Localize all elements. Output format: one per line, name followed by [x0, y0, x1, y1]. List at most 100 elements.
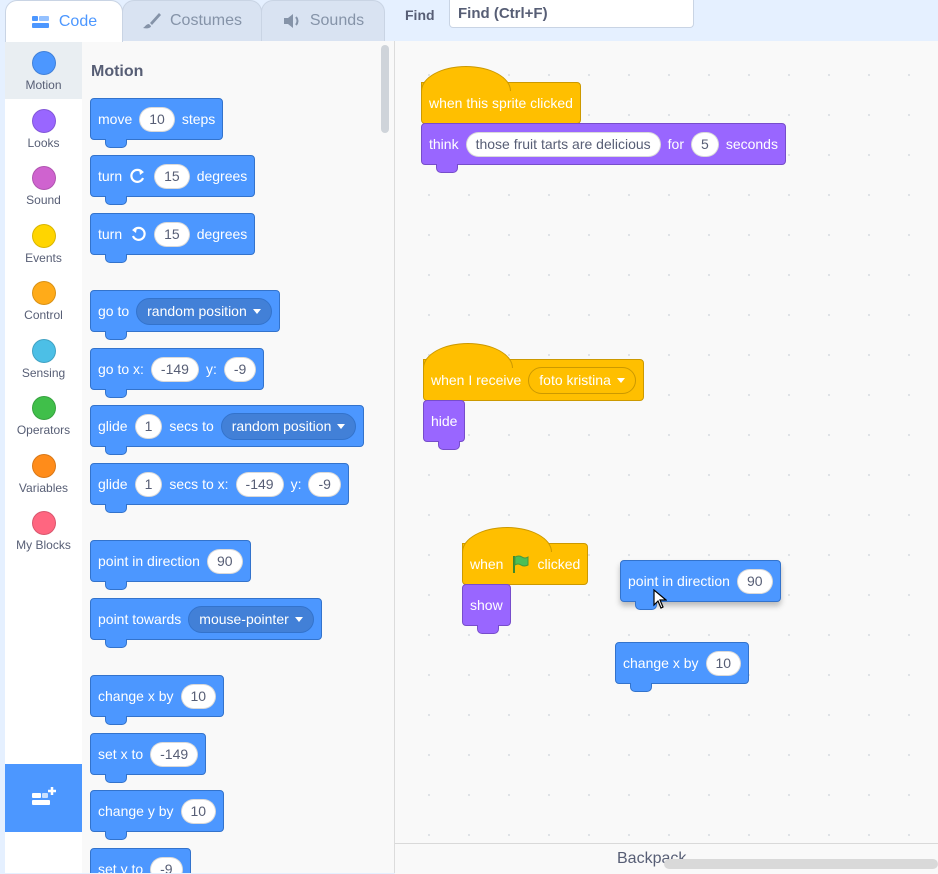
mouse-cursor-icon [653, 589, 667, 609]
x-input[interactable]: -149 [235, 471, 284, 497]
change-x-input[interactable]: 10 [705, 650, 742, 676]
direction-input[interactable]: 90 [736, 568, 773, 594]
block-text: change x by [623, 655, 699, 671]
change-x-block[interactable]: change x by 10 [90, 675, 225, 725]
steps-input[interactable]: 10 [139, 106, 175, 132]
add-extension-button[interactable] [5, 764, 82, 832]
block-text: hide [431, 413, 458, 429]
category-label: Motion [25, 78, 62, 92]
block-text: secs to x: [169, 476, 229, 492]
block-text: seconds [725, 136, 778, 152]
message-dropdown[interactable]: foto kristina [528, 366, 636, 394]
block-text: change y by [98, 803, 174, 819]
block-text: go to [98, 303, 130, 319]
turn-left-block[interactable]: turn 15 degrees [90, 213, 256, 263]
dragged-point-in-direction-block[interactable]: point in direction 90 [620, 560, 781, 610]
change-x-block-workspace[interactable]: change x by 10 [615, 642, 750, 692]
move-steps-block[interactable]: move 10 steps [90, 98, 224, 148]
set-y-block[interactable]: set y to -9 [90, 848, 191, 873]
change-y-block[interactable]: change y by 10 [90, 790, 225, 840]
category-label: Operators [16, 423, 71, 437]
category-operators[interactable]: Operators [5, 386, 82, 444]
direction-input[interactable]: 90 [206, 548, 243, 574]
workspace-horizontal-scrollbar[interactable] [664, 859, 938, 869]
block-text: secs to [169, 418, 214, 434]
think-message-input[interactable]: those fruit tarts are delicious [465, 131, 661, 157]
set-x-block[interactable]: set x to -149 [90, 733, 207, 783]
palette-scrollbar[interactable] [381, 45, 389, 133]
motion-dot-icon [31, 51, 56, 75]
set-x-input[interactable]: -149 [150, 741, 199, 767]
category-motion[interactable]: Motion [5, 41, 82, 99]
secs-input[interactable]: 1 [134, 471, 163, 497]
dropdown-value: foto kristina [539, 372, 611, 388]
degrees-input[interactable]: 15 [154, 221, 190, 247]
category-sound[interactable]: Sound [5, 156, 82, 214]
change-y-input[interactable]: 10 [180, 798, 217, 824]
find-input[interactable]: Find (Ctrl+F) [449, 0, 694, 28]
x-input[interactable]: -149 [150, 356, 199, 382]
y-input[interactable]: -9 [223, 356, 257, 382]
block-text: show [470, 597, 503, 613]
go-to-xy-block[interactable]: go to x: -149 y: -9 [90, 348, 265, 398]
tab-costumes-label: Costumes [169, 12, 243, 29]
block-text: steps [181, 111, 216, 127]
palette-section-title: Motion [91, 63, 144, 80]
block-text: when I receive [431, 372, 522, 388]
variables-dot-icon [31, 454, 56, 478]
think-secs-input[interactable]: 5 [691, 131, 719, 157]
dropdown-arrow-icon [616, 377, 625, 383]
backpack-panel[interactable]: Backpack [395, 843, 938, 874]
rotate-clockwise-icon [130, 168, 145, 183]
tab-code-label: Code [58, 12, 98, 30]
category-sensing[interactable]: Sensing [5, 329, 82, 387]
tab-code[interactable]: Code [5, 0, 123, 42]
tab-costumes[interactable]: Costumes [122, 0, 262, 41]
brush-icon [142, 13, 161, 29]
glide-to-xy-block[interactable]: glide 1 secs to x: -149 y: -9 [90, 463, 349, 513]
point-towards-block[interactable]: point towards mouse-pointer [90, 598, 322, 648]
block-text: glide [98, 476, 128, 492]
block-text: turn [98, 168, 123, 184]
category-events[interactable]: Events [5, 214, 82, 272]
category-menu: Motion Looks Sound Events Control Sensin… [5, 41, 83, 873]
set-y-input[interactable]: -9 [150, 856, 183, 873]
y-input[interactable]: -9 [308, 471, 341, 497]
block-text: go to x: [98, 361, 144, 377]
dropdown-value: mouse-pointer [199, 611, 289, 627]
dropdown-arrow-icon [294, 616, 303, 622]
block-text: glide [98, 418, 128, 434]
change-x-input[interactable]: 10 [180, 683, 217, 709]
when-i-receive-hat[interactable]: when I receive foto kristina [423, 343, 644, 409]
category-control[interactable]: Control [5, 271, 82, 329]
degrees-input[interactable]: 15 [154, 163, 190, 189]
block-text: set x to [98, 746, 144, 762]
dropdown-arrow-icon [252, 308, 261, 314]
category-label: Events [25, 251, 62, 265]
category-label: Control [24, 308, 63, 322]
category-variables[interactable]: Variables [5, 444, 82, 502]
events-dot-icon [31, 224, 56, 248]
block-text: degrees [196, 226, 248, 242]
category-my-blocks[interactable]: My Blocks [5, 501, 82, 559]
turn-right-block[interactable]: turn 15 degrees [90, 155, 256, 205]
think-for-secs-block[interactable]: think those fruit tarts are delicious fo… [421, 123, 786, 173]
tab-sounds[interactable]: Sounds [261, 0, 385, 41]
menu-bottom-spacer [5, 842, 82, 873]
point-towards-dropdown[interactable]: mouse-pointer [188, 605, 314, 633]
sensing-dot-icon [31, 339, 56, 363]
category-label: My Blocks [16, 538, 71, 552]
show-block[interactable]: show [462, 584, 511, 634]
category-looks[interactable]: Looks [5, 99, 82, 157]
glide-to-block[interactable]: glide 1 secs to random position [90, 405, 365, 455]
go-to-block[interactable]: go to random position [90, 290, 280, 340]
block-text: when [470, 556, 504, 572]
hide-block[interactable]: hide [423, 400, 466, 450]
script-workspace[interactable]: when this sprite clicked think those fru… [395, 41, 938, 873]
secs-input[interactable]: 1 [134, 413, 163, 439]
when-flag-clicked-hat[interactable]: when clicked [462, 527, 589, 593]
go-to-target-dropdown[interactable]: random position [136, 297, 272, 325]
point-in-direction-block[interactable]: point in direction 90 [90, 540, 251, 590]
glide-target-dropdown[interactable]: random position [220, 412, 357, 440]
when-sprite-clicked-hat[interactable]: when this sprite clicked [421, 66, 581, 132]
